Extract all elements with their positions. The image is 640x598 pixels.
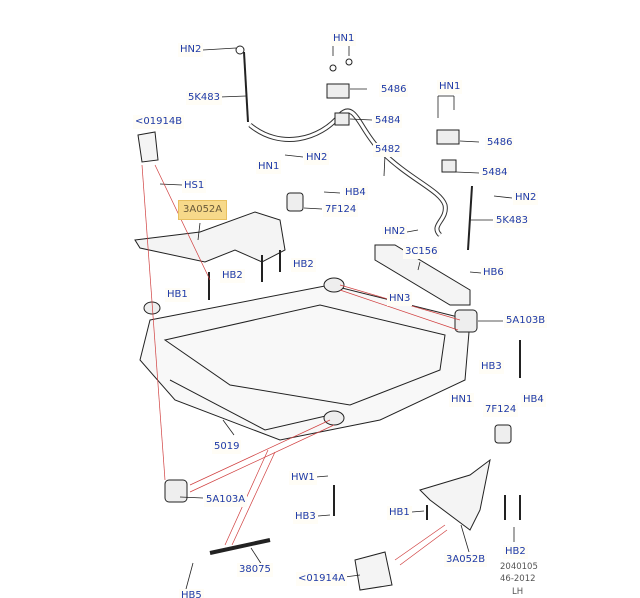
callout-hs1[interactable]: HS1 <box>182 179 207 193</box>
diagram-side-code: LH <box>512 587 524 597</box>
callout-7f124[interactable]: 7F124 <box>323 203 359 217</box>
callout-5486[interactable]: 5486 <box>379 83 409 97</box>
callout-hn2[interactable]: HN2 <box>178 43 204 57</box>
callout-3a052a-highlighted[interactable]: 3A052A <box>178 200 228 220</box>
callout-hb2[interactable]: HB2 <box>503 545 528 559</box>
callout-hb6[interactable]: HB6 <box>481 266 506 280</box>
callout-5a103b[interactable]: 5A103B <box>504 314 548 328</box>
callout-01914b[interactable]: <01914B <box>133 115 185 129</box>
callout-hb2[interactable]: HB2 <box>220 269 245 283</box>
callout-hn1[interactable]: HN1 <box>256 160 282 174</box>
callout-hn2[interactable]: HN2 <box>513 191 539 205</box>
callout-5486[interactable]: 5486 <box>485 136 515 150</box>
callout-5k483[interactable]: 5K483 <box>186 91 223 105</box>
callout-01914a[interactable]: <01914A <box>296 572 348 586</box>
callout-hw1[interactable]: HW1 <box>289 471 317 485</box>
callout-5484[interactable]: 5484 <box>480 166 510 180</box>
diagram-reference-number: 2040105 <box>500 562 538 572</box>
callout-5a103a[interactable]: 5A103A <box>204 493 248 507</box>
callout-hn1[interactable]: HN1 <box>449 393 475 407</box>
callout-hn2[interactable]: HN2 <box>304 151 330 165</box>
callout-38075[interactable]: 38075 <box>237 563 273 577</box>
callout-7f124[interactable]: 7F124 <box>483 403 519 417</box>
callout-3a052b[interactable]: 3A052B <box>444 553 488 567</box>
callout-hb5[interactable]: HB5 <box>179 589 204 598</box>
callout-hb3[interactable]: HB3 <box>293 510 318 524</box>
callout-hb1[interactable]: HB1 <box>387 506 412 520</box>
callout-hb2[interactable]: HB2 <box>291 258 316 272</box>
callout-5019[interactable]: 5019 <box>212 440 242 454</box>
callout-hn1[interactable]: HN1 <box>437 80 463 94</box>
callout-5k483[interactable]: 5K483 <box>494 214 531 228</box>
callout-hn3[interactable]: HN3 <box>387 292 413 306</box>
callout-hb4[interactable]: HB4 <box>343 186 368 200</box>
callout-3c156[interactable]: 3C156 <box>403 245 440 259</box>
callout-hb3[interactable]: HB3 <box>479 360 504 374</box>
callout-hb1[interactable]: HB1 <box>165 288 190 302</box>
callout-5484[interactable]: 5484 <box>373 114 403 128</box>
callout-hn2[interactable]: HN2 <box>382 225 408 239</box>
callout-5482[interactable]: 5482 <box>373 143 403 157</box>
callout-hn1[interactable]: HN1 <box>331 32 357 46</box>
callout-hb4[interactable]: HB4 <box>521 393 546 407</box>
diagram-date-code: 46-2012 <box>500 574 536 584</box>
